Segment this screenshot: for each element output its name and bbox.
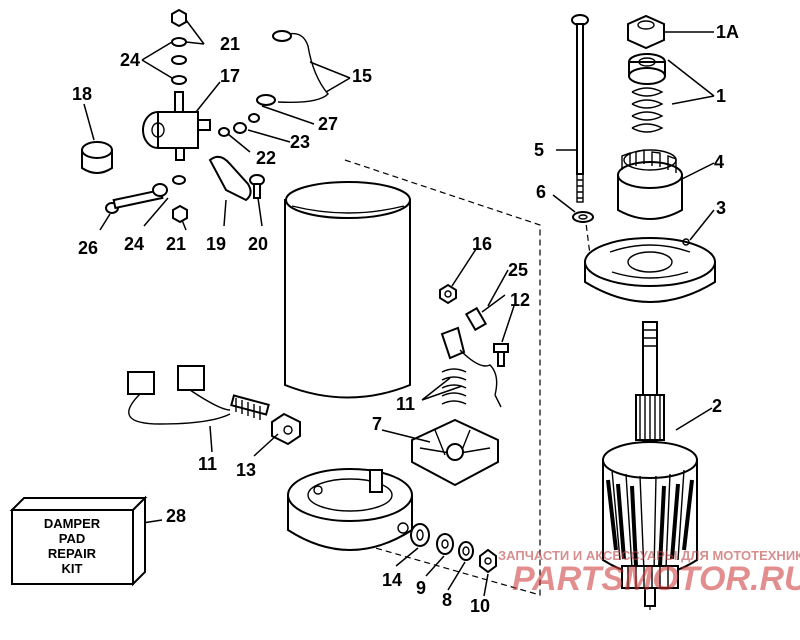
callout-3: 3 [716,198,726,218]
part-bolt-26 [105,183,168,214]
callout-19: 19 [206,234,226,254]
kit-text-line-1: DAMPER [44,516,101,531]
part-washer-8 [458,541,474,561]
callout-15: 15 [352,66,372,86]
watermark-logo: PARTSMOTOR.RU [512,560,800,598]
callout-4: 4 [714,152,724,172]
callout-25: 25 [508,260,528,280]
part-washer-9 [436,533,454,555]
callout-20: 20 [248,234,268,254]
part-nut-10 [479,548,497,574]
part-pinion-4 [617,149,683,220]
part-nut-16 [439,283,457,305]
part-brush-spring-11-upper [440,326,502,408]
part-damper-pad-kit-28: DAMPER PAD REPAIR KIT [9,495,148,587]
callout-21-top: 21 [220,34,240,54]
part-solenoid-17 [142,91,211,161]
callout-16: 16 [472,234,492,254]
part-washer-14 [410,523,430,547]
part-clip-13 [271,412,301,446]
callout-13: 13 [236,460,256,480]
callout-22: 22 [256,148,276,168]
callout-6: 6 [536,182,546,202]
callout-10: 10 [470,596,490,616]
callout-18: 18 [72,84,92,104]
callout-28: 28 [166,506,186,526]
part-frame-housing [284,181,411,399]
callout-17: 17 [220,66,240,86]
callout-labels: 1A 1 4 5 6 3 2 21 24 17 18 15 27 23 22 1… [72,22,739,616]
callout-9: 9 [416,578,426,598]
part-brushes-11-lower [127,365,270,425]
part-bracket-19 [208,155,252,202]
callout-5: 5 [534,140,544,160]
callout-24-lower: 24 [124,234,144,254]
part-screw-25 [464,294,506,332]
callout-1A: 1A [716,22,739,42]
part-nut-1a [627,14,665,50]
part-thru-bolt-5 [571,14,589,203]
callout-27: 27 [318,114,338,134]
part-armature-2 [602,321,698,607]
part-washer-6 [572,211,594,223]
kit-text-line-3: REPAIR [48,546,97,561]
callout-7: 7 [372,414,382,434]
callout-11-lower: 11 [198,454,217,474]
part-washers-22-23-27 [218,113,260,137]
callout-1: 1 [716,86,726,106]
part-screw-20 [249,174,265,199]
callout-2: 2 [712,396,722,416]
callout-8: 8 [442,590,452,610]
part-nut-washer-21-24-lower [172,175,188,224]
callout-12: 12 [510,290,530,310]
part-spacer-spring-1 [628,53,666,133]
part-end-cap-3 [584,237,716,303]
part-wire-15 [256,30,329,106]
kit-text-line-2: PAD [59,531,85,546]
callout-24-top: 24 [120,50,140,70]
part-brush-plate-7 [411,418,499,487]
kit-text-line-4: KIT [62,561,83,576]
callout-11-upper: 11 [396,394,415,414]
watermark: ЗАПЧАСТИ И АКСЕССУАРЫ ДЛЯ МОТОТЕХНИКИ PA… [498,548,800,598]
callout-26: 26 [78,238,98,258]
callout-14: 14 [382,570,402,590]
part-screw-12 [493,343,509,367]
watermark-tagline: ЗАПЧАСТИ И АКСЕССУАРЫ ДЛЯ МОТОТЕХНИКИ [498,548,800,563]
callout-23: 23 [290,132,310,152]
part-nuts-washers-21-24 [171,8,187,85]
callout-21-lower: 21 [166,234,186,254]
part-lower-end-cap [287,468,413,551]
part-boot-18 [81,141,113,174]
